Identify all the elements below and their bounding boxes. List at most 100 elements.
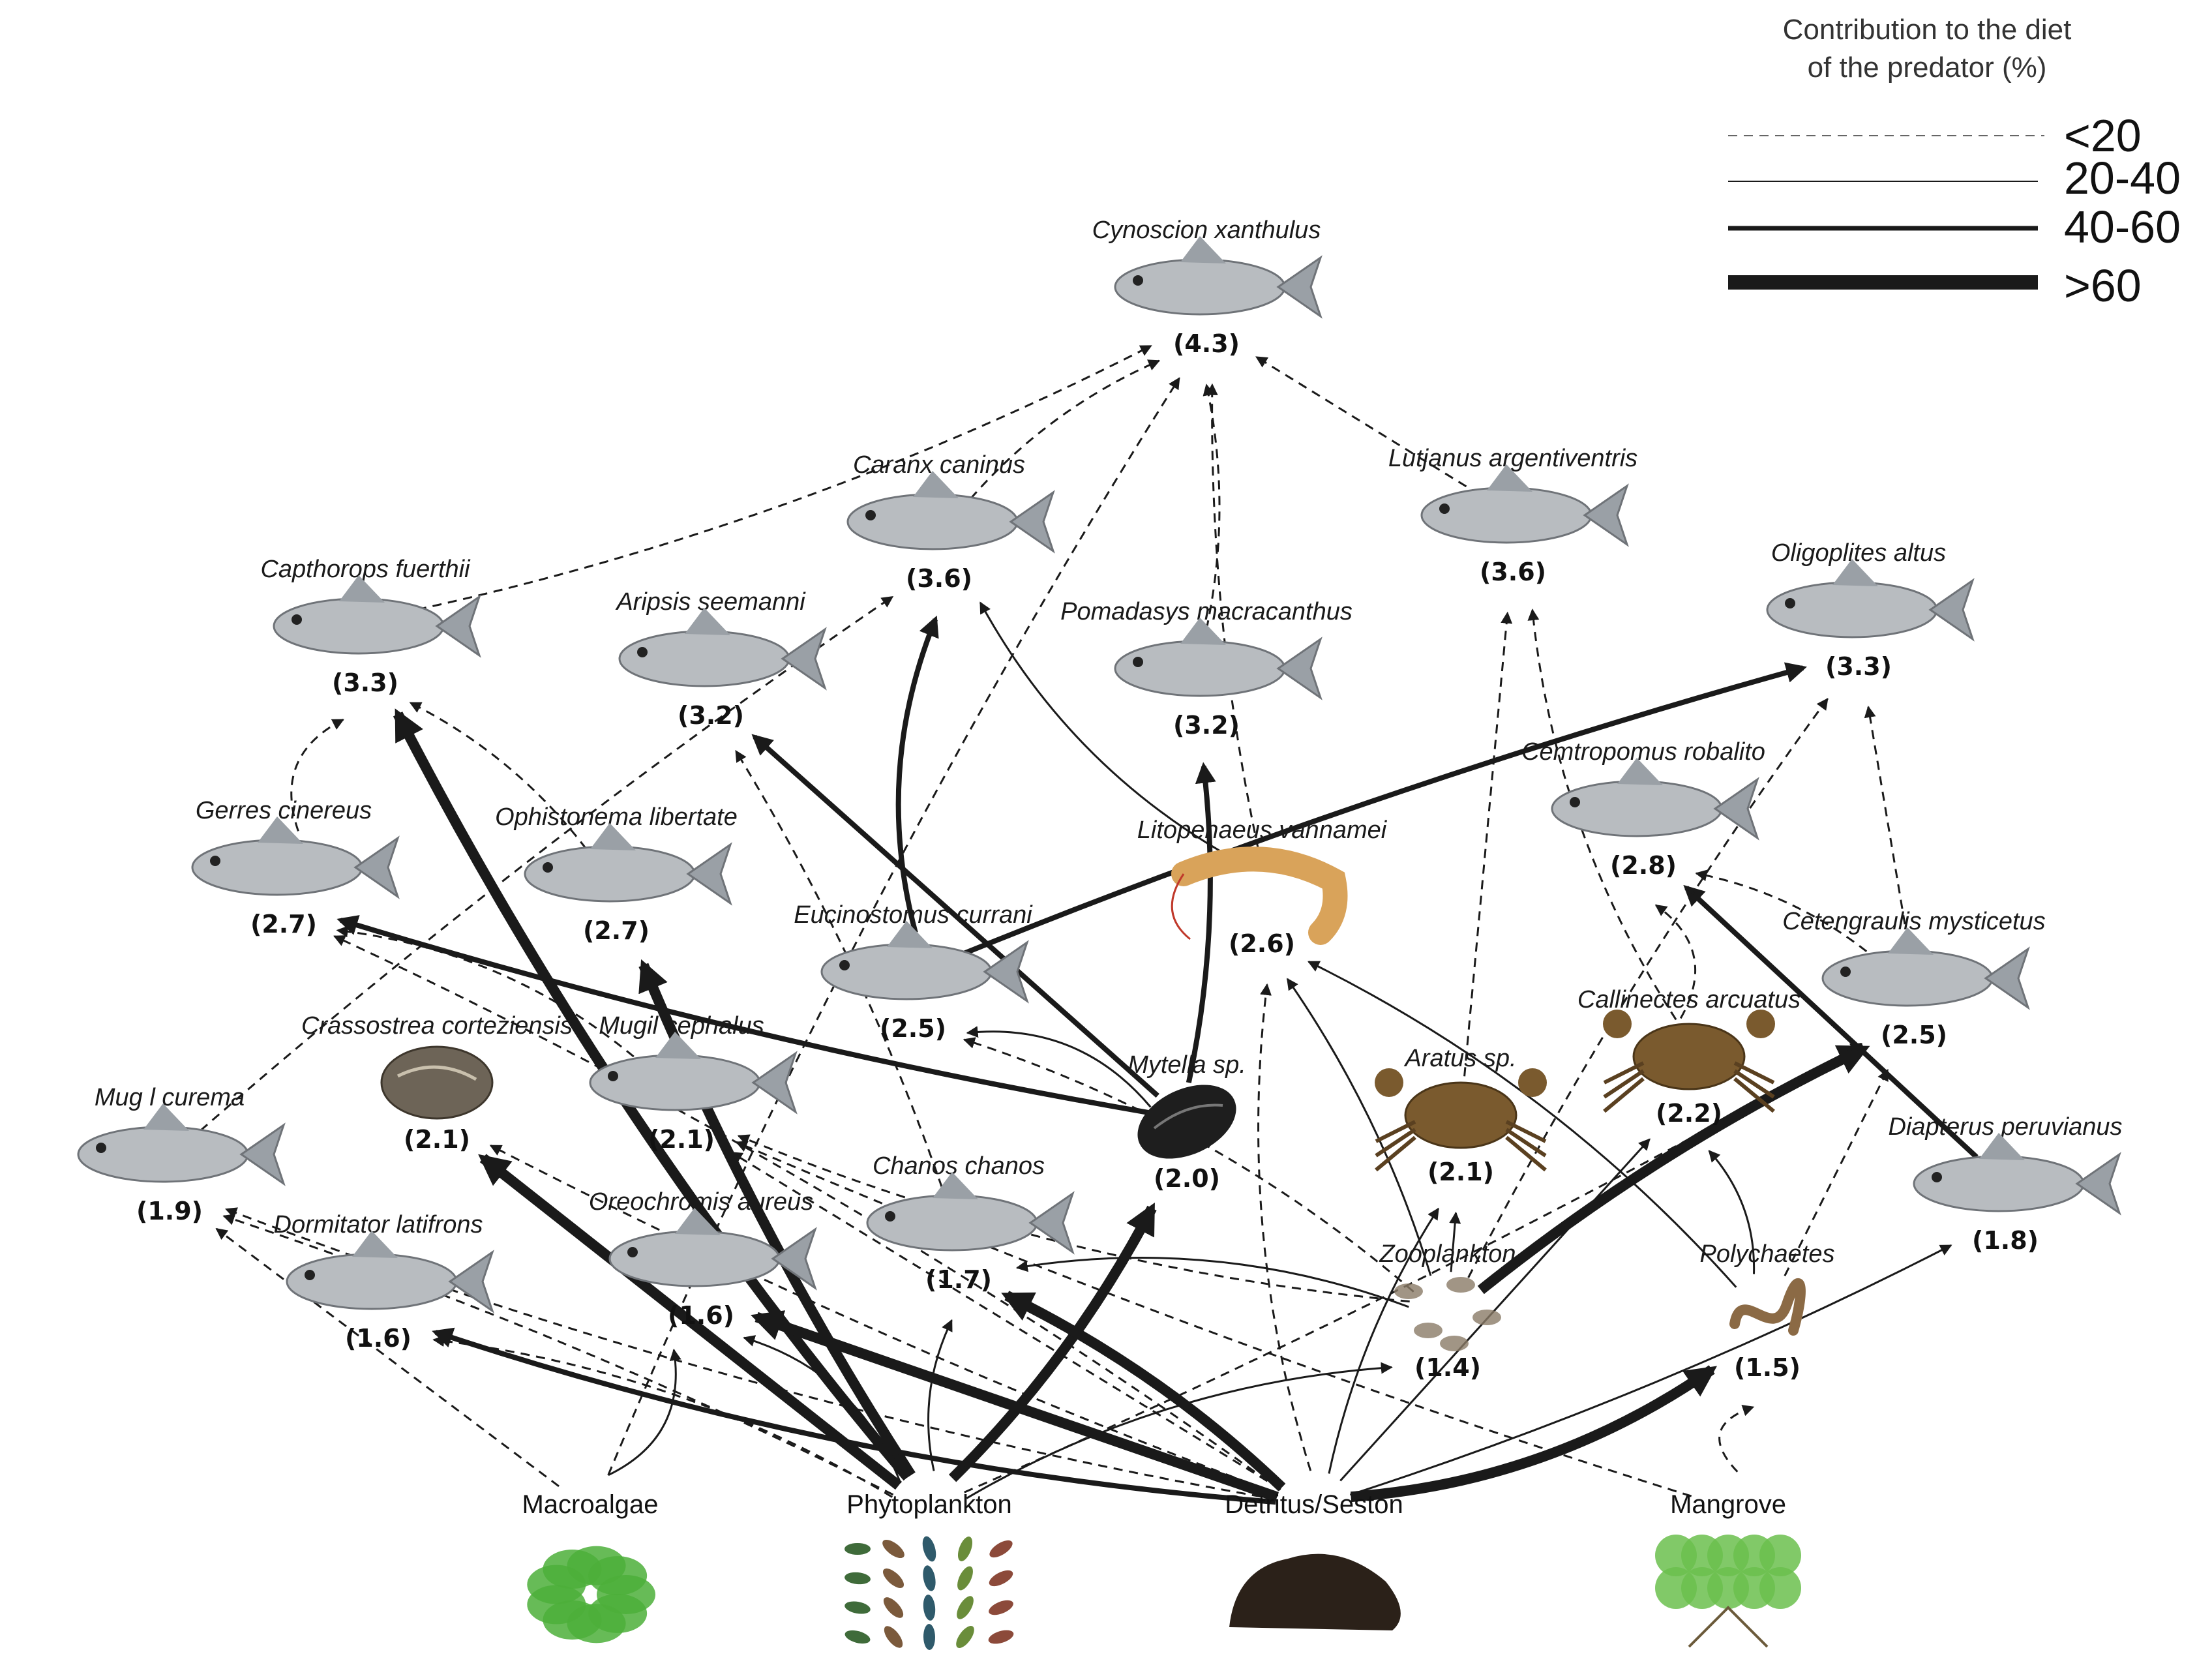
species-zooplankton[interactable]: Zooplankton(1.4) [1379,1240,1516,1382]
trophic-level: (1.6) [668,1301,734,1330]
species-name: Chanos chanos [873,1152,1045,1180]
link-phy-to-cet [964,1042,1863,1493]
link-mcu-to-car [200,595,894,1132]
source-mangrove[interactable]: Mangrove [1655,1490,1801,1648]
species-oligoplites-altus[interactable]: Oligoplites altus(3.3) [1766,539,1975,681]
link-myt-to-pom [1186,762,1216,1083]
link-myt-to-ger [336,915,1150,1116]
shrimp-icon [1171,847,1348,945]
link-phy-to-dor [432,1335,893,1498]
legend-title-line2: of the predator (%) [1808,52,2047,83]
link-phy-to-cap [393,708,912,1481]
species-polychaetes[interactable]: Polychaetes(1.5) [1699,1240,1834,1382]
species-aratus-sp[interactable]: Aratus sp.(2.1) [1375,1045,1547,1186]
species-name: Lutjanus argentiventris [1388,445,1637,472]
link-det-to-ore [751,1310,1279,1502]
trophic-level: (3.6) [1480,558,1546,586]
species-name: Diapterus peruvianus [1888,1113,2122,1141]
species-lutjanus-argentiventris[interactable]: Lutjanus argentiventris (3.6) [1388,445,1637,586]
legend-label-gt60: >60 [2064,260,2142,311]
link-man-to-mce [735,1141,1692,1497]
species-mytella-sp[interactable]: Mytella sp.(2.0) [1126,1051,1248,1193]
trophic-level: (2.5) [1881,1021,1947,1049]
trophic-level: (2.1) [1427,1158,1494,1186]
species-cetengraulis-mysticetus[interactable]: Cetengraulis mysticetus(2.5) [1782,908,2045,1049]
trophic-level: (3.3) [332,668,398,697]
species-litopenaeus-vannamei[interactable]: Litopenaeus vannamei(2.6) [1137,817,1388,958]
mussel-icon [1137,1085,1236,1159]
species-oreochromis-aureus[interactable]: Oreochromis aureus (1.6) [589,1188,817,1330]
species-aripsis-seemanni[interactable]: Aripsis seemanni(3.2) [615,588,827,730]
trophic-level: (2.1) [404,1125,470,1154]
link-phy-to-cha [927,1319,953,1471]
oyster-icon [380,1045,494,1120]
fish-icon [820,921,1029,1004]
trophic-level: (3.2) [1173,711,1240,740]
species-name: Mug l curema [95,1084,245,1111]
link-det-to-ara [1328,1207,1439,1474]
source-name: Macroalgae [522,1490,658,1519]
species-callinectes-arcuatus[interactable]: Callinectes arcuatus(2.2) [1577,986,1801,1128]
algae-icon [527,1546,655,1643]
species-diapterus-peruvianus[interactable]: Diapterus peruvianus (1.8) [1888,1113,2122,1255]
species-mugil-cephalus[interactable]: Mugil cephalus(2.1) [589,1012,798,1154]
species-capthorops-fuerthii[interactable]: Capthorops fuerthii(3.3) [260,556,481,697]
link-mac-to-ore [608,1348,681,1477]
legend-label-40-60: 40-60 [2064,202,2181,252]
fish-icon [524,823,732,906]
species-crassostrea-corteziensis[interactable]: Crassostrea corteziensis (2.1) [301,1012,573,1154]
link-zoo-to-cha [1015,1257,1409,1308]
legend-label-lt20: <20 [2064,110,2142,161]
link-lut-to-cyn [1255,356,1480,496]
trophic-level: (3.6) [906,564,972,593]
trophic-level: (2.6) [1229,929,1295,958]
species-pomadasys-macracanthus[interactable]: Pomadasys macracanthus(3.2) [1060,598,1353,740]
source-macroalgae[interactable]: Macroalgae [522,1490,659,1643]
species-cynoscion-xanthulus[interactable]: Cynoscion xanthulus(4.3) [1092,217,1323,358]
link-det-to-cal [1339,1138,1651,1482]
species-ophistonema-libertate[interactable]: Ophistonema libertate(2.7) [495,803,738,945]
legend: Contribution to the diet of the predator… [1728,14,2181,311]
species-caranx-caninus[interactable]: Caranx caninus(3.6) [846,451,1055,593]
link-man-to-pol [1718,1405,1755,1473]
species-name: Mytella sp. [1128,1051,1246,1079]
trophic-level: (2.7) [250,910,317,938]
species-name: Cynoscion xanthulus [1092,217,1321,244]
source-name: Phytoplankton [846,1490,1012,1519]
species-mug-l-curema[interactable]: Mug l curema(1.9) [77,1084,286,1225]
link-det-to-lit [1257,983,1312,1471]
species-cemtropomus-robalito[interactable]: Cemtropomus robalito(2.8) [1521,738,1765,880]
link-euc-to-oli [949,662,1807,962]
species-chanos-chanos[interactable]: Chanos chanos(1.7) [866,1152,1075,1294]
species-nodes: Cynoscion xanthulus(4.3) Caranx caninus(3… [77,217,2123,1382]
trophic-links [200,344,1979,1505]
crab-icon [1375,1068,1547,1172]
source-phytoplankton[interactable]: Phytoplankton [843,1490,1015,1651]
species-dormitator-latifrons[interactable]: Dormitator latifrons(1.6) [274,1211,494,1353]
fish-icon [1821,927,2030,1010]
fish-icon [608,1208,817,1291]
species-eucinostomus-currani[interactable]: Eucinostomus currani(2.5) [794,901,1033,1043]
link-cal-to-cem [1654,904,1697,1019]
link-mac-to-cyn [607,377,1180,1476]
trophic-level: (1.8) [1972,1226,2039,1255]
detritus-icon [1229,1553,1401,1630]
fish-icon [1913,1133,2121,1216]
fish-icon [1551,758,1759,841]
link-det-to-mce [730,1151,1281,1490]
link-zoo-to-cet [1477,1043,1870,1295]
species-name: Crassostrea corteziensis [301,1012,573,1040]
fish-icon [1114,236,1323,319]
link-car-to-cyn [970,359,1161,500]
legend-title-line1: Contribution to the diet [1783,14,2072,46]
link-mac-to-mcu [215,1227,560,1488]
species-gerres-cinereus[interactable]: Gerres cinereus(2.7) [191,797,400,938]
link-dia-to-cem [1683,884,1979,1160]
link-myt-to-euc [966,1026,1152,1108]
source-detritus-seston[interactable]: Detritus/Seston [1225,1490,1403,1630]
species-name: Oreochromis aureus [589,1188,813,1216]
link-det-to-ger [333,935,1281,1491]
link-pol-to-cal [1708,1150,1756,1274]
fish-icon [286,1231,494,1313]
